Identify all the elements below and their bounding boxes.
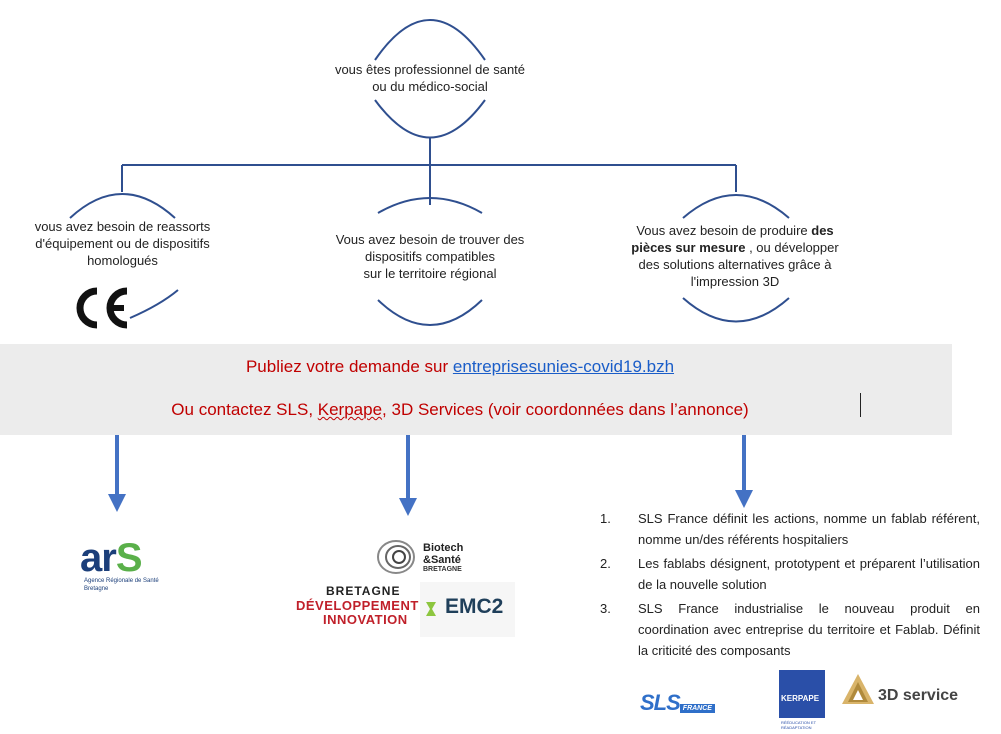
list-item: 2.Les fablabs désignent, prototypent et … (600, 556, 980, 592)
left-branch-line3: homologués (87, 253, 158, 268)
middle-branch-line3: sur le territoire régional (363, 266, 497, 281)
kerpape-subtitle: RÉÉDUCATION ET RÉADAPTATION (781, 720, 816, 730)
right-branch-line1: Vous avez besoin de produire des (636, 223, 834, 238)
left-branch-line2: d'équipement ou de dispositifs (35, 236, 210, 251)
kerpape-label: KERPAPE (781, 694, 820, 703)
top-node-line1: vous êtes professionnel de santé (334, 62, 526, 77)
three-d-triangle-icon (842, 674, 874, 704)
top-node-lower-arc (374, 99, 486, 139)
bretagne-developpement-innovation-logo: BRETAGNE DÉVELOPPEMENT INNOVATION (296, 584, 419, 627)
emc2-arrow-icon (426, 602, 436, 616)
kerpape-misspelling-mark: Kerpape (317, 400, 383, 419)
middle-branch-line2: dispositifs compatibles (364, 249, 496, 264)
left-node-lower-arc (129, 289, 179, 319)
ce-mark-logo (70, 283, 130, 333)
left-branch-text: vous avez besoin de reassorts d'équipeme… (5, 218, 240, 269)
arrow-left (108, 435, 126, 512)
three-d-service-logo: 3D service (840, 672, 970, 712)
steps-list: 1.SLS France définit les actions, nomme … (600, 508, 980, 664)
right-node-upper-arc (682, 194, 790, 219)
list-item: 3.SLS France industrialise le nouveau pr… (600, 601, 980, 658)
left-node-upper-arc (69, 193, 176, 219)
middle-node-lower-arc (377, 299, 483, 326)
middle-branch-text: Vous avez besoin de trouver des disposit… (300, 231, 560, 282)
banner-line1: Publiez votre demande sur entreprisesuni… (245, 357, 675, 376)
top-node-upper-arc (374, 19, 486, 61)
text-cursor (860, 393, 861, 417)
ce-mark-icon (76, 287, 128, 329)
right-branch-text: Vous avez besoin de produire des pièces … (610, 222, 860, 290)
right-node-lower-arc (682, 297, 790, 323)
middle-node-upper-arc (377, 197, 483, 214)
arrow-middle (399, 435, 417, 516)
top-node-line2: ou du médico-social (372, 79, 488, 94)
ars-logo: arS Agence Régionale de Santé Bretagne (80, 536, 159, 592)
top-node-text: vous êtes professionnel de santé ou du m… (300, 61, 560, 95)
list-item: 1.SLS France définit les actions, nomme … (600, 511, 980, 547)
banner-line2: Ou contactez SLS, Kerpape, 3D Services (… (171, 400, 749, 419)
left-branch-line1: vous avez besoin de reassorts (34, 219, 211, 234)
arrow-right (735, 435, 753, 508)
right-branch-line3: des solutions alternatives grâce à (638, 257, 832, 272)
emc2-logo: EMC2 (420, 582, 515, 637)
biotech-swirl-icon (377, 540, 415, 574)
middle-branch-line1: Vous avez besoin de trouver des (335, 232, 525, 247)
biotech-sante-logo: Biotech &Santé BRETAGNE (376, 538, 486, 578)
right-branch-line2: pièces sur mesure , ou développer (631, 240, 839, 255)
call-to-action-banner: Publiez votre demande sur entreprisesuni… (0, 344, 952, 435)
entreprisesunies-link[interactable]: entreprisesunies-covid19.bzh (452, 357, 675, 376)
right-branch-line4: l'impression 3D (690, 274, 780, 289)
